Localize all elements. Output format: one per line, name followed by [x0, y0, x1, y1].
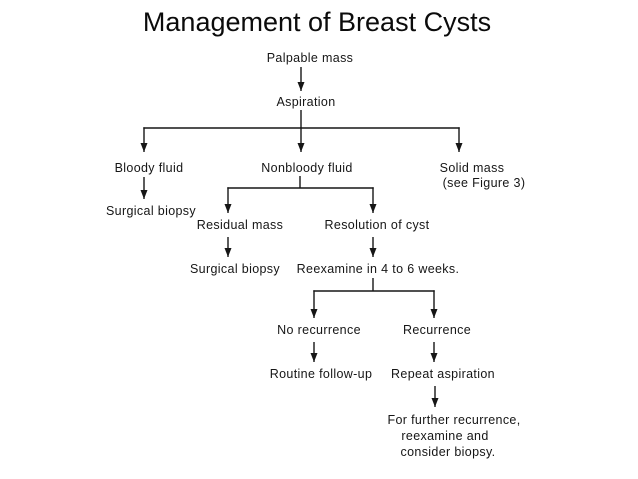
- node-bloody-fluid: Bloody fluid: [114, 161, 184, 175]
- page-title: Management of Breast Cysts: [142, 7, 492, 37]
- node-no-recurrence: No recurrence: [277, 323, 361, 337]
- node-resolution-of-cyst: Resolution of cyst: [324, 218, 430, 232]
- node-further-recurrence-line3: consider biopsy.: [400, 445, 496, 459]
- node-further-recurrence-line1: For further recurrence,: [387, 413, 521, 427]
- node-solid-mass: Solid mass: [439, 161, 505, 175]
- node-aspiration: Aspiration: [276, 95, 336, 109]
- node-reexamine: Reexamine in 4 to 6 weeks.: [296, 262, 460, 276]
- node-surgical-biopsy-mid: Surgical biopsy: [189, 262, 281, 276]
- node-palpable-mass: Palpable mass: [266, 51, 354, 65]
- node-surgical-biopsy-left: Surgical biopsy: [105, 204, 197, 218]
- node-nonbloody-fluid: Nonbloody fluid: [261, 161, 353, 175]
- node-recurrence: Recurrence: [402, 323, 472, 337]
- node-solid-mass-note: (see Figure 3): [442, 176, 526, 190]
- node-repeat-aspiration: Repeat aspiration: [391, 367, 495, 381]
- node-routine-follow-up: Routine follow-up: [269, 367, 373, 381]
- node-further-recurrence-line2: reexamine and: [401, 429, 489, 443]
- node-residual-mass: Residual mass: [196, 218, 284, 232]
